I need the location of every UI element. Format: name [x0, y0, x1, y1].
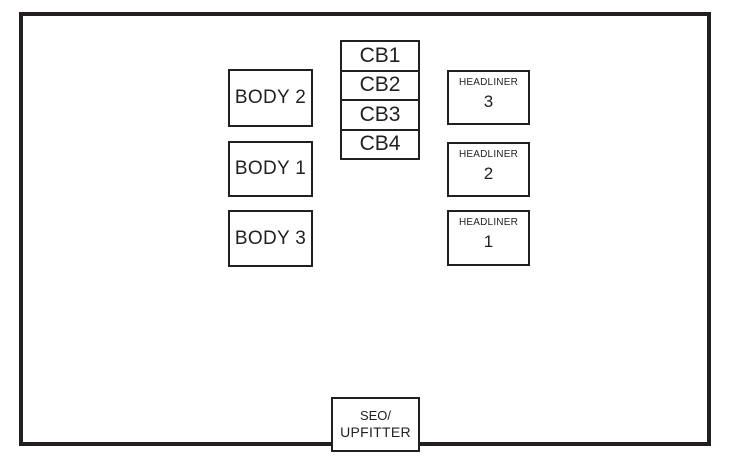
fuse-box-headliner-3-title: HEADLINER [458, 77, 519, 88]
fuse-box-body-2-label: BODY 2 [234, 87, 307, 108]
fuse-box-seo-upfitter-line2: UPFITTER [340, 424, 411, 440]
fuse-box-headliner-1-number: 1 [483, 232, 494, 251]
circuit-breaker-cb2-label: CB2 [359, 73, 401, 97]
fuse-box-headliner-3-number: 3 [483, 92, 494, 111]
fuse-box-headliner-2-title: HEADLINER [458, 149, 519, 160]
circuit-breaker-cb4-label: CB4 [359, 132, 401, 156]
circuit-breaker-cb3: CB3 [342, 101, 418, 131]
fuse-box-headliner-1: HEADLINER 1 [447, 210, 530, 266]
fuse-box-seo-upfitter: SEO/ UPFITTER [331, 397, 420, 452]
circuit-breaker-cb3-label: CB3 [359, 102, 401, 126]
fuse-box-headliner-2-number: 2 [483, 164, 494, 183]
fuse-box-headliner-3: HEADLINER 3 [447, 70, 530, 125]
fuse-box-headliner-2: HEADLINER 2 [447, 142, 530, 197]
circuit-breaker-cb4: CB4 [342, 131, 418, 159]
fuse-box-headliner-1-title: HEADLINER [458, 217, 519, 228]
fuse-box-seo-upfitter-line1: SEO/ [359, 408, 392, 423]
circuit-breaker-cb1: CB1 [342, 42, 418, 72]
fuse-box-body-1-label: BODY 1 [234, 158, 307, 179]
circuit-breaker-cb2: CB2 [342, 72, 418, 101]
fuse-box-body-3-label: BODY 3 [234, 227, 307, 249]
circuit-breaker-stack: CB1 CB2 CB3 CB4 [340, 40, 420, 160]
fuse-box-body-3: BODY 3 [228, 210, 313, 267]
fuse-box-body-1: BODY 1 [228, 141, 313, 197]
diagram-frame: BODY 2 BODY 1 BODY 3 CB1 CB2 CB3 CB4 HEA… [19, 12, 711, 452]
circuit-breaker-cb1-label: CB1 [359, 43, 401, 67]
fuse-box-body-2: BODY 2 [228, 69, 313, 127]
